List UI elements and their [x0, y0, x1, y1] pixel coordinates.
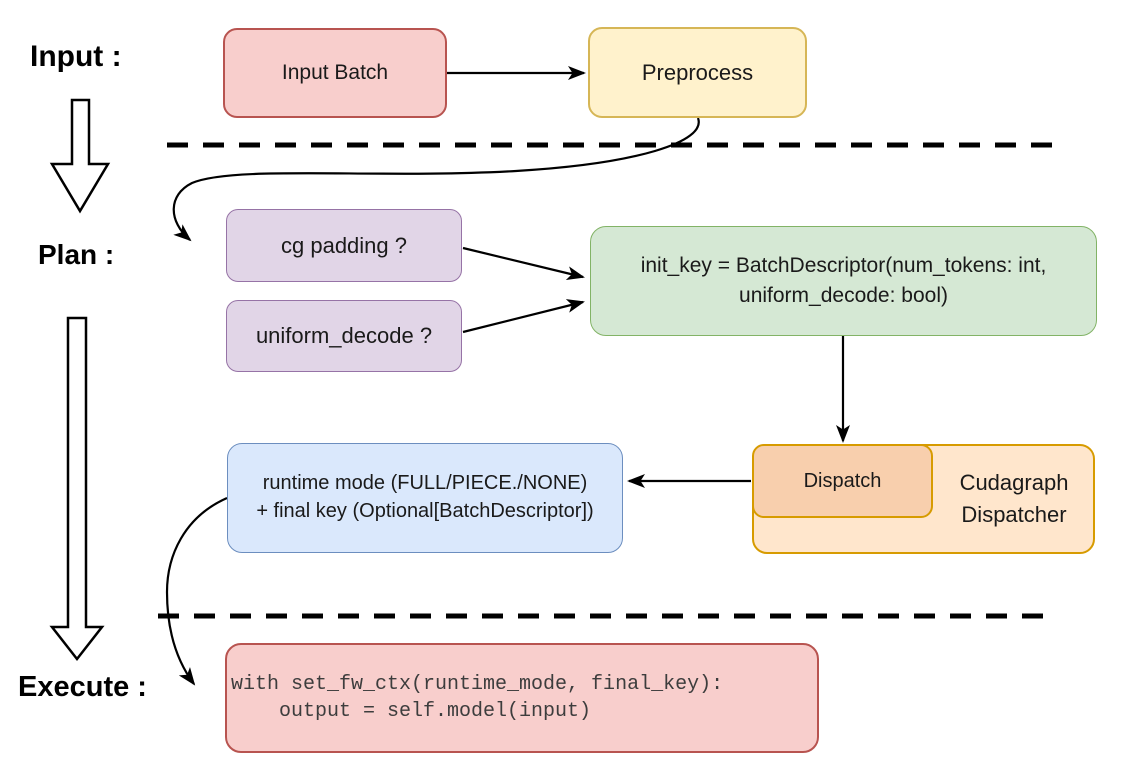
node-input-batch-label: Input Batch — [281, 60, 389, 84]
node-cg-padding: cg padding ? — [226, 209, 462, 282]
arrow-runtime-mode-to-execute-code — [165, 496, 228, 686]
node-init-key-line1: init_key = BatchDescriptor(num_tokens: i… — [640, 253, 1047, 277]
node-execute-code-line2: output = self.model(input) — [231, 700, 592, 723]
node-preprocess-label: Preprocess — [641, 59, 754, 85]
node-runtime-mode-line1: runtime mode (FULL/PIECE./NONE) — [262, 472, 588, 495]
node-cudagraph-dispatcher-line1: Cudagraph — [959, 470, 1069, 496]
node-runtime-mode-line2: + final key (Optional[BatchDescriptor]) — [256, 500, 594, 522]
node-uniform-decode: uniform_decode ? — [226, 300, 462, 372]
node-input-batch: Input Batch — [223, 28, 447, 118]
arrow-preprocess-to-cg-padding — [172, 117, 700, 242]
node-cg-padding-label: cg padding ? — [281, 232, 407, 258]
stage-label-plan: Plan : — [38, 239, 115, 270]
node-cudagraph-dispatcher-label: Cudagraph Dispatcher — [933, 444, 1095, 554]
node-dispatch: Dispatch — [752, 444, 933, 518]
arrow-uniform-decode-to-init-key — [462, 299, 585, 334]
node-preprocess: Preprocess — [588, 27, 807, 118]
node-init-key: init_key = BatchDescriptor(num_tokens: i… — [590, 226, 1097, 336]
node-execute-code-line1: with set_fw_ctx(runtime_mode, final_key)… — [231, 673, 724, 696]
arrow-cg-padding-to-init-key — [462, 246, 585, 281]
stage-label-input: Input : — [30, 40, 122, 73]
node-cudagraph-dispatcher-line2: Dispatcher — [961, 502, 1067, 527]
node-init-key-line2: uniform_decode: bool) — [739, 284, 948, 307]
stage-arrow-input-to-plan-icon — [49, 98, 111, 214]
node-dispatch-label: Dispatch — [803, 469, 882, 492]
stage-arrow-plan-to-execute-icon — [49, 316, 105, 662]
node-runtime-mode: runtime mode (FULL/PIECE./NONE) + final … — [227, 443, 623, 553]
node-uniform-decode-label: uniform_decode ? — [255, 323, 433, 349]
node-execute-code: with set_fw_ctx(runtime_mode, final_key)… — [225, 643, 819, 753]
stage-label-execute: Execute : — [18, 671, 147, 703]
